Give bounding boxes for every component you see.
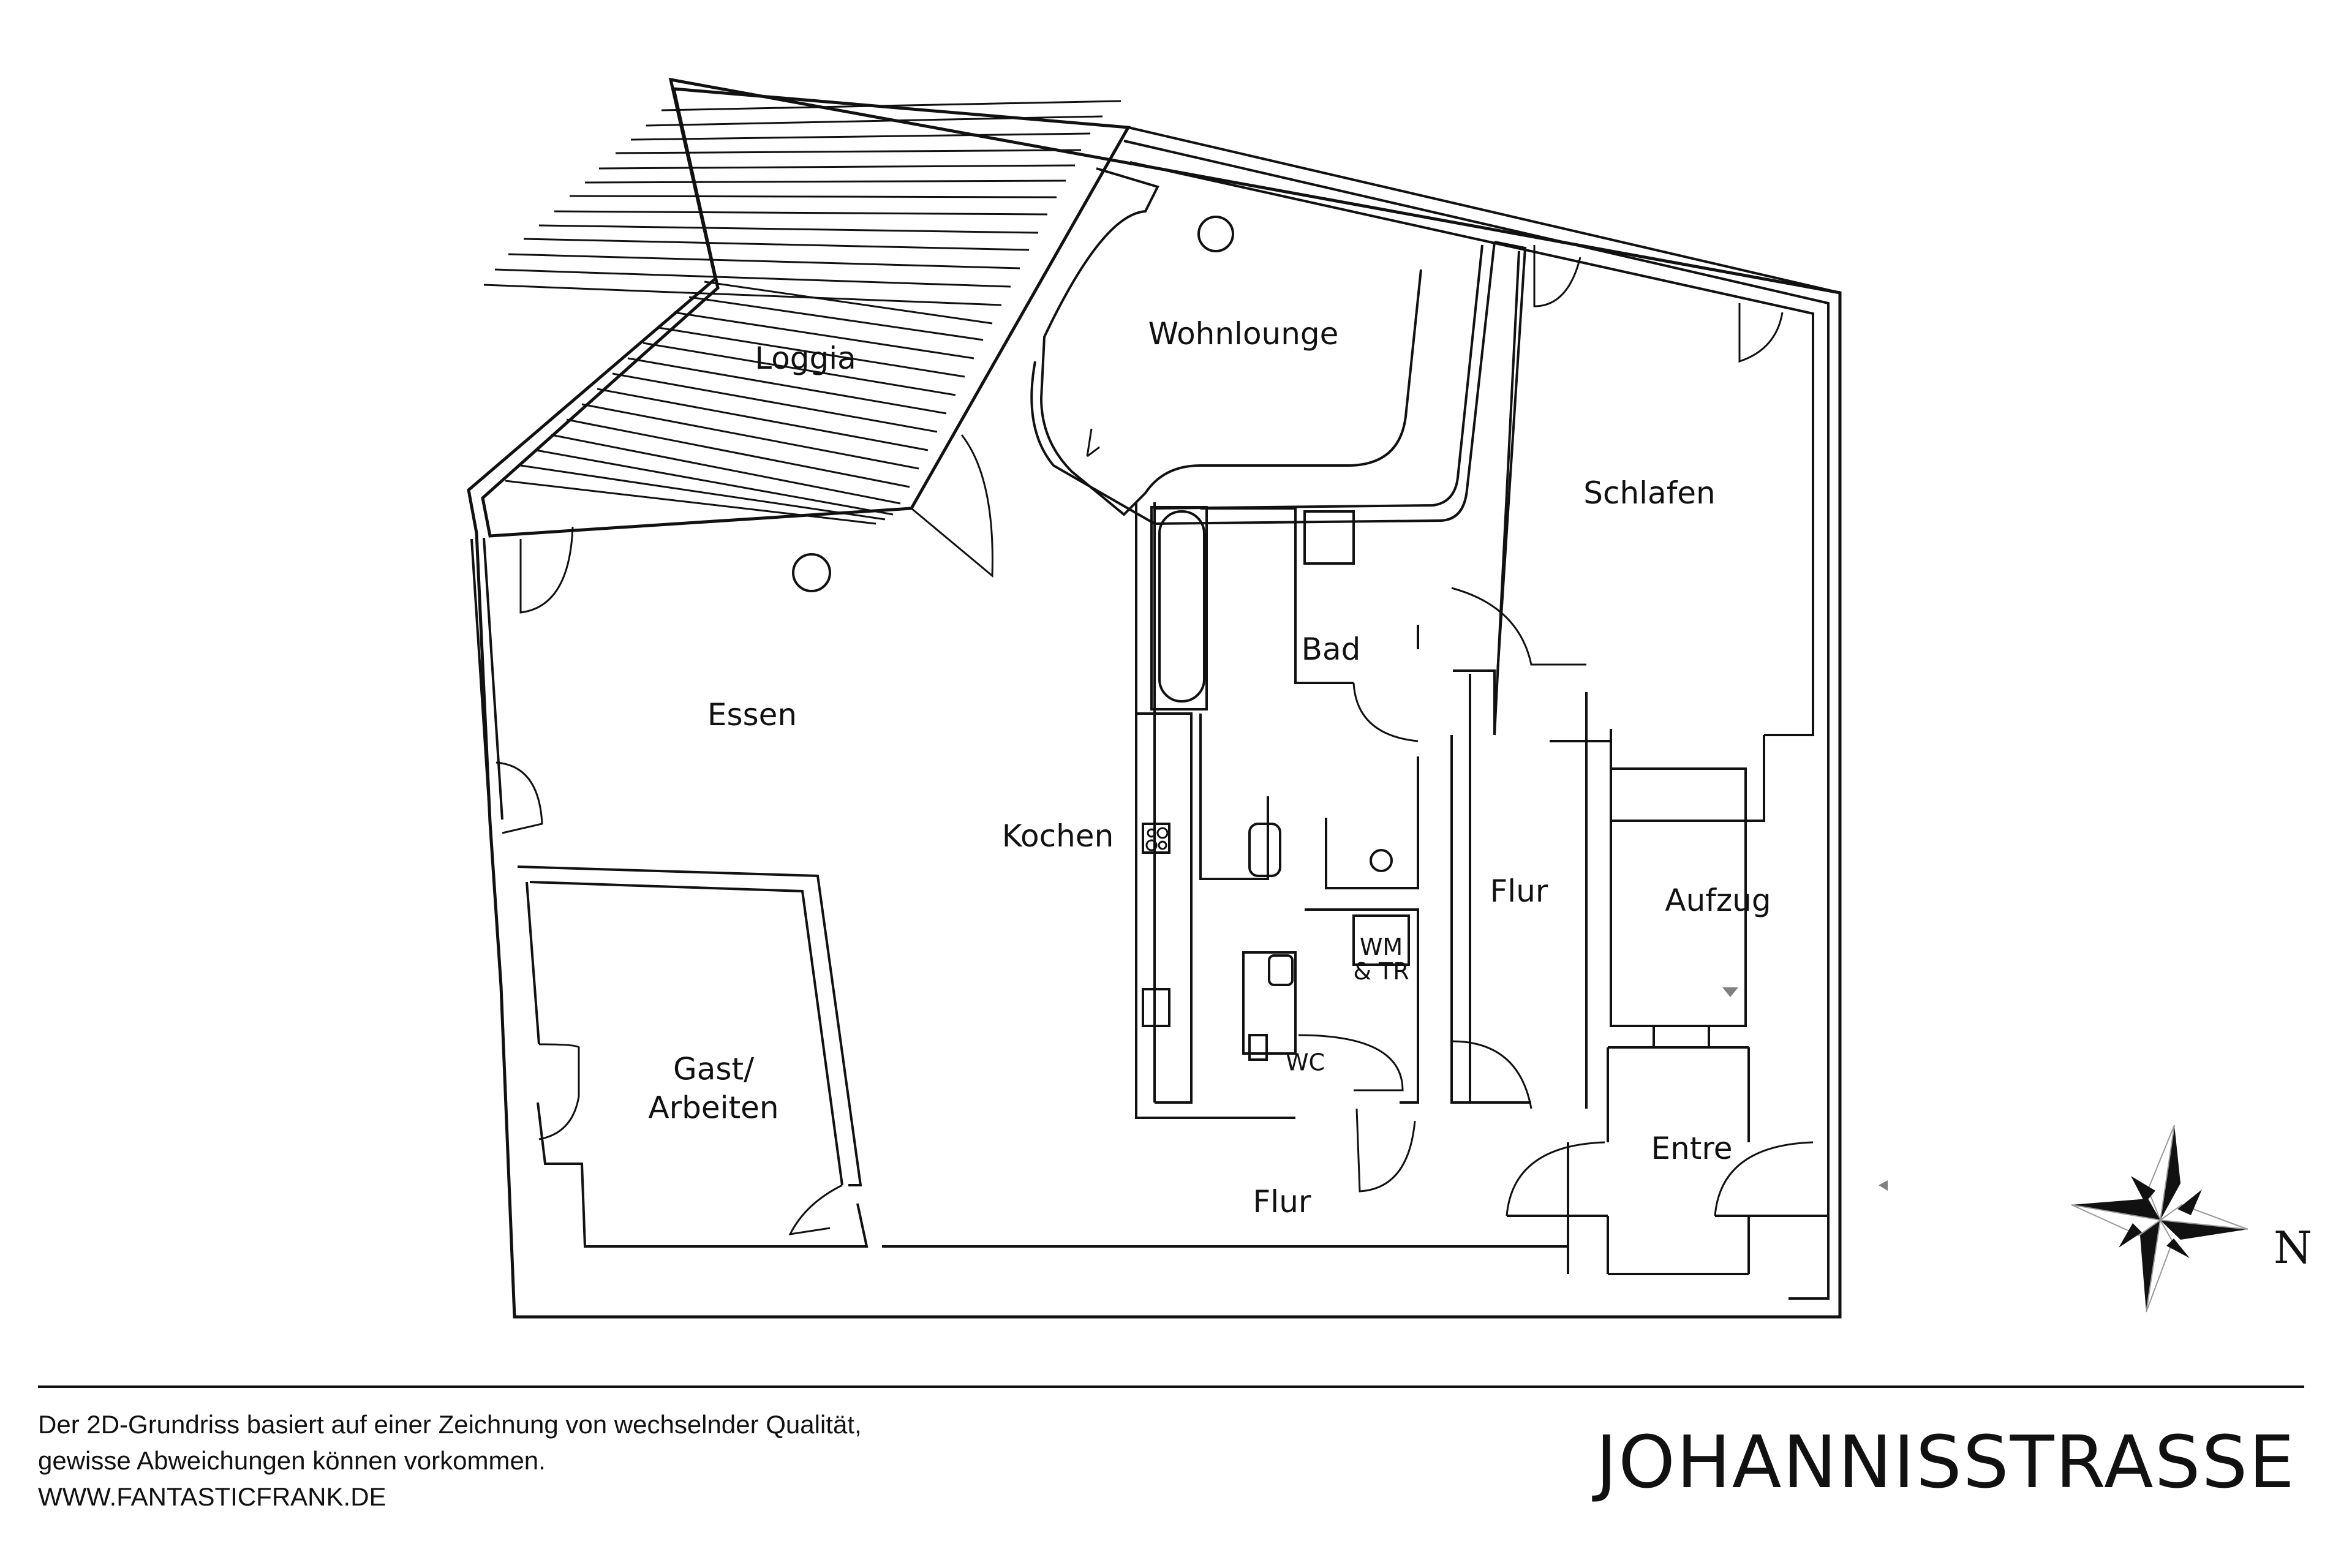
elevator-direction-triangle-icon xyxy=(1722,987,1738,997)
footer-divider xyxy=(38,1385,2304,1388)
room-label-schlafen: Schlafen xyxy=(1583,475,1716,511)
footer-disclaimer: Der 2D-Grundriss basiert auf einer Zeich… xyxy=(38,1406,862,1515)
room-label-flur-lower: Flur xyxy=(1253,1183,1311,1219)
room-label-wohnlounge: Wohnlounge xyxy=(1148,315,1339,352)
room-label-aufzug: Aufzug xyxy=(1665,882,1771,918)
elevator-entry xyxy=(1506,767,1828,1275)
essen-room xyxy=(470,434,993,834)
schlafen-room xyxy=(1453,241,1784,822)
room-label-entre: Entre xyxy=(1651,1130,1733,1166)
compass-north-label: N xyxy=(2274,1222,2312,1273)
wohnlounge-room xyxy=(1030,167,1496,526)
loggia-hatching xyxy=(483,100,1121,525)
room-label-bad: Bad xyxy=(1301,631,1361,667)
disclaimer-line-2: gewisse Abweichungen können vorkommen. xyxy=(38,1446,546,1475)
disclaimer-line-1: Der 2D-Grundriss basiert auf einer Zeich… xyxy=(38,1410,862,1439)
entrance-arrow-triangle-icon xyxy=(1879,1180,1888,1191)
gast-arbeiten-room xyxy=(517,865,1568,1248)
flur-corridor xyxy=(1355,587,1612,1193)
website-link[interactable]: WWW.FANTASTICFRANK.DE xyxy=(38,1482,386,1511)
bad-kitchen-block xyxy=(1135,502,1419,1119)
room-label-wc: WC xyxy=(1285,1049,1325,1076)
room-label-flur-upper: Flur xyxy=(1490,873,1548,909)
room-label-loggia: Loggia xyxy=(755,340,856,376)
room-label-essen: Essen xyxy=(707,696,797,733)
room-label-gast-arbeiten: Gast/ Arbeiten xyxy=(648,1051,779,1126)
compass-rose-icon xyxy=(2071,1125,2248,1313)
room-label-wm-tr: WM & TR xyxy=(1353,933,1409,985)
room-label-kochen: Kochen xyxy=(1001,818,1114,854)
outer-walls xyxy=(467,77,1842,1319)
street-name-title: JOHANNISSTRASSE xyxy=(1596,1420,2296,1504)
